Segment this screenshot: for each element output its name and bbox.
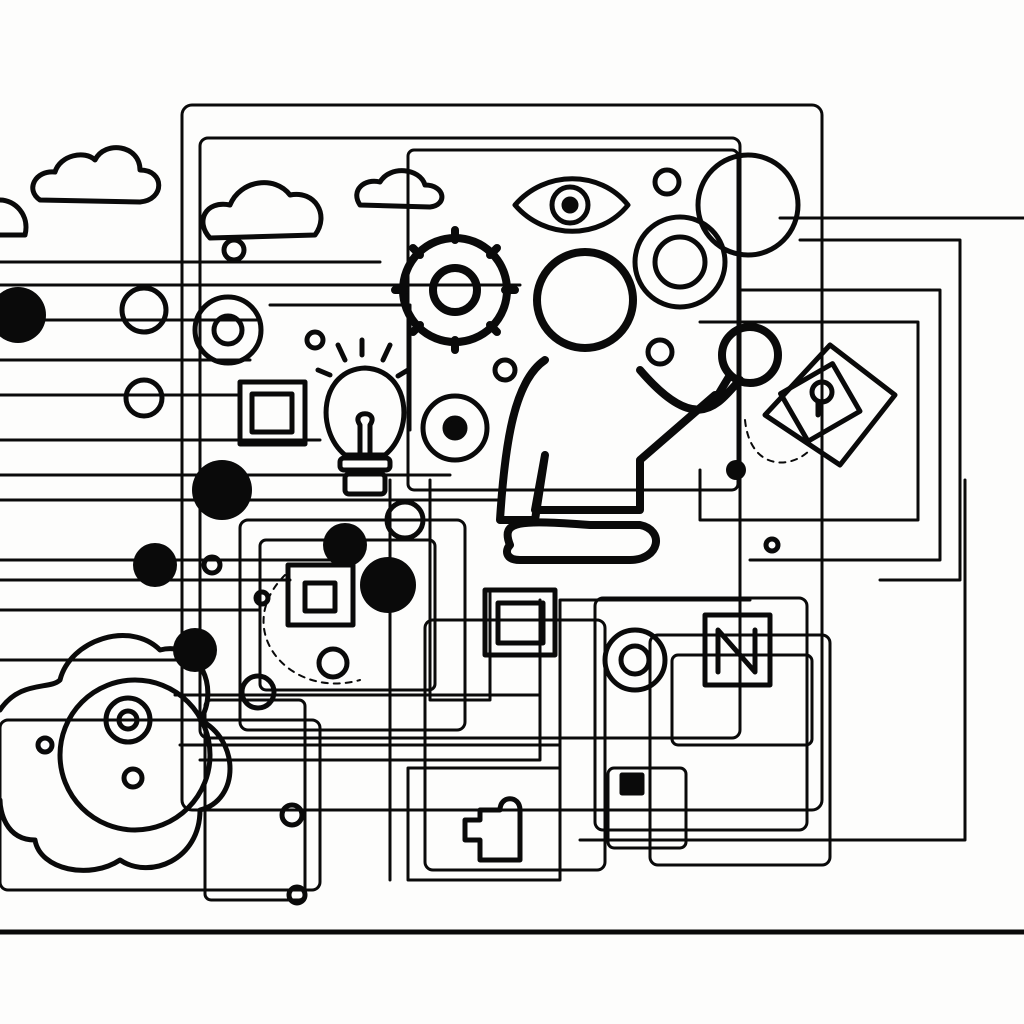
gear-icon (391, 226, 519, 354)
dashed-connector (744, 419, 811, 464)
gear-icon (103, 695, 153, 745)
cloud-icon (0, 633, 233, 873)
circuit-frames (0, 103, 1024, 902)
cloud-gear-wheel (57, 677, 213, 833)
square-icons (237, 379, 773, 796)
eye-icon (512, 176, 631, 234)
puzzle-piece-icon (462, 796, 523, 863)
dashed-connector (262, 574, 361, 685)
lightbulb-icon (315, 337, 411, 497)
padlock-icon (762, 342, 898, 468)
cloud-icon (0, 197, 29, 238)
ring-nodes (35, 152, 801, 906)
filled-nodes (0, 287, 746, 672)
cloud-icon (30, 145, 162, 205)
magnifier-icon (711, 323, 782, 404)
gear-icon (420, 393, 490, 463)
cloud-icon (354, 168, 445, 210)
person-icon (496, 248, 744, 564)
cloud-icon (200, 180, 324, 241)
